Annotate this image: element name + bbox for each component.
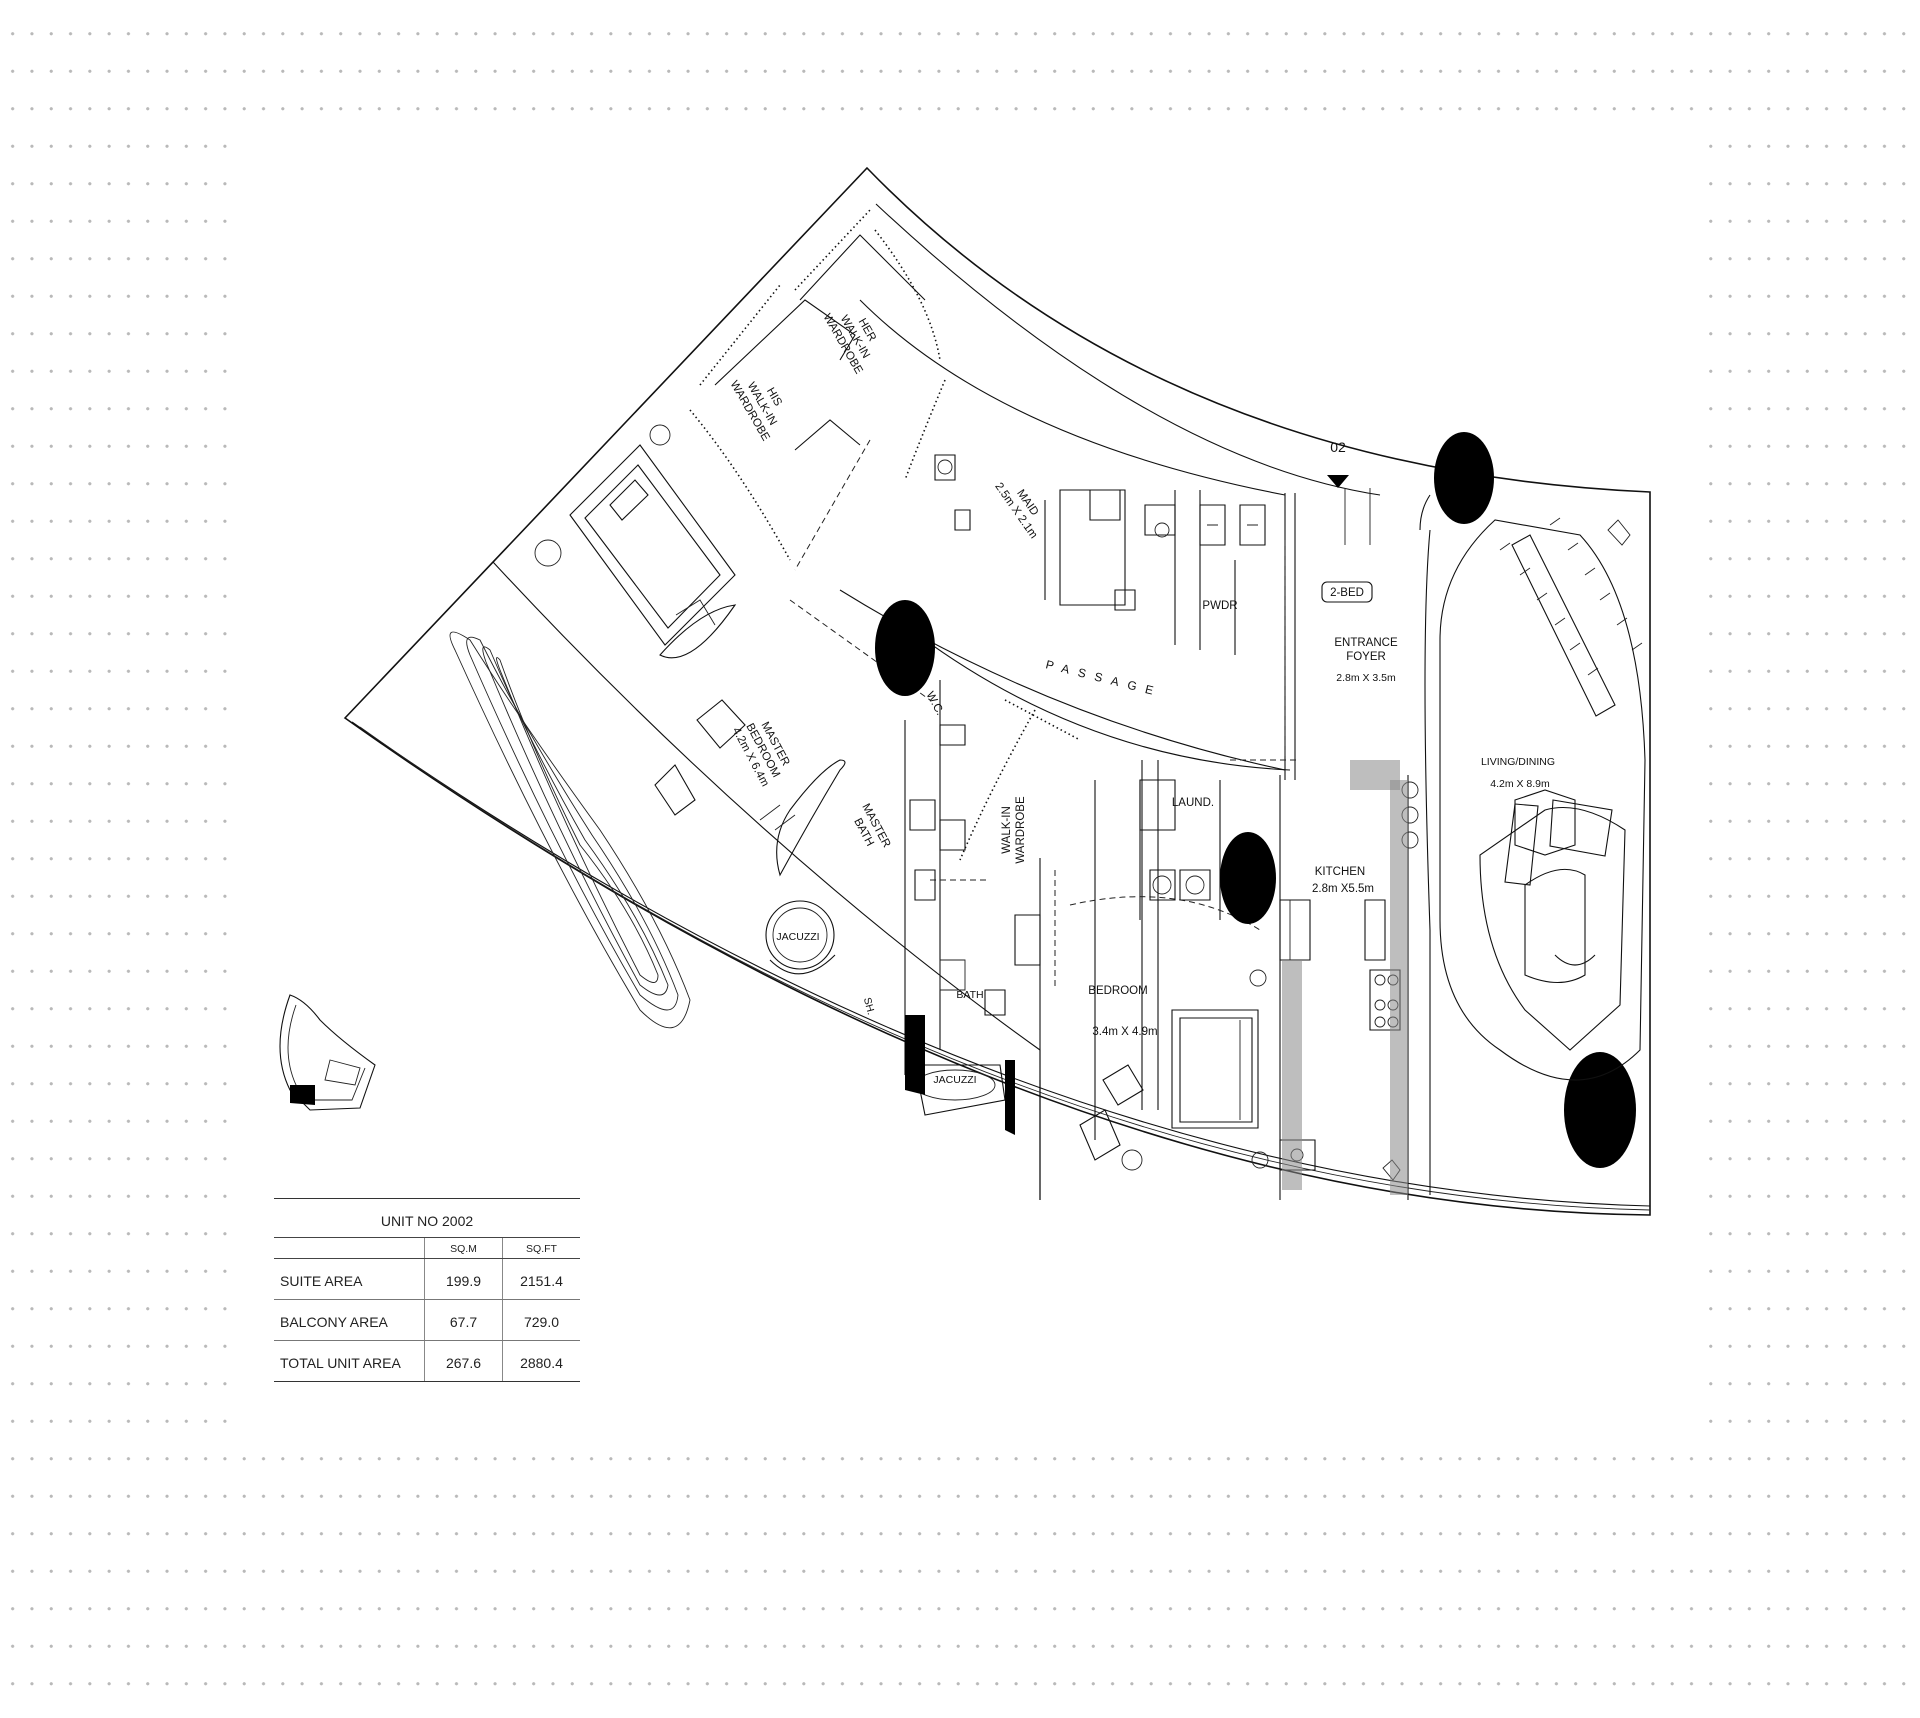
bath-fixtures [905, 914, 1041, 1135]
row-sqm: 267.6 [424, 1341, 502, 1381]
column-4 [1564, 1052, 1636, 1168]
row-sqft: 2880.4 [502, 1341, 580, 1381]
bedroom-furniture [1079, 969, 1269, 1171]
row-sqm: 67.7 [424, 1300, 502, 1340]
master-bedroom-furniture [449, 424, 746, 1029]
table-row: SUITE AREA 199.9 2151.4 [274, 1259, 580, 1300]
row-sqft: 2151.4 [502, 1259, 580, 1299]
entrance-line-1: ENTRANCE [1334, 637, 1398, 649]
bedroom-size: 3.4m X 4.9m [1092, 1026, 1157, 1038]
shower-label: SH. [861, 996, 877, 1016]
unit-number: UNIT NO 2002 [274, 1199, 580, 1238]
row-label: BALCONY AREA [280, 1314, 388, 1330]
unit-tag-box [1321, 581, 1373, 603]
column-2 [1434, 432, 1494, 524]
row-sqft: 729.0 [502, 1300, 580, 1340]
wc-label: W.C. [924, 690, 946, 718]
laundry-fixtures [1139, 779, 1211, 901]
columns [875, 432, 1636, 1168]
col-sqft: SQ.FT [502, 1238, 580, 1258]
table-row: BALCONY AREA 67.7 729.0 [274, 1300, 580, 1341]
bedroom-label: BEDROOM [1088, 985, 1147, 997]
maid-pwdr-fixtures [934, 454, 1266, 611]
white-plate [228, 118, 1698, 1428]
living-label: LIVING/DINING [1481, 756, 1555, 768]
kitchen-size: 2.8m X5.5m [1312, 883, 1374, 895]
laund-label: LAUND. [1172, 797, 1214, 809]
master-bath-fixtures [759, 724, 966, 991]
col-sqm: SQ.M [424, 1238, 502, 1258]
entrance-line-2: FOYER [1346, 651, 1386, 663]
master-jacuzzi-label: JACUZZI [776, 931, 819, 943]
entry-marker-label: 02 [1330, 439, 1346, 455]
gravel-strip [1282, 760, 1408, 1195]
unit-tag: 2-BED [1330, 587, 1364, 599]
kitchen-label: KITCHEN [1315, 866, 1365, 878]
living-dining-furniture [1382, 517, 1646, 1181]
passage-label: PASSAGE [1044, 657, 1163, 699]
row-label: TOTAL UNIT AREA [280, 1355, 401, 1371]
table-row: TOTAL UNIT AREA 267.6 2880.4 [274, 1341, 580, 1382]
bath-label: BATH [956, 989, 983, 1001]
key-plan [279, 994, 376, 1111]
walkin-wardrobe-line-1: WALK-IN [1001, 806, 1013, 854]
column-1 [875, 600, 935, 696]
living-size: 4.2m X 8.9m [1490, 778, 1550, 790]
entrance-size: 2.8m X 3.5m [1336, 672, 1396, 684]
row-sqm: 199.9 [424, 1259, 502, 1299]
area-table-header: SQ.M SQ.FT [274, 1238, 580, 1259]
pwdr-label: PWDR [1202, 600, 1237, 612]
wardrobe-shelving [689, 209, 1081, 861]
walkin-wardrobe-line-2: WARDROBE [1015, 796, 1027, 864]
plan-outline [343, 166, 1651, 1216]
bath-jacuzzi-label: JACUZZI [933, 1074, 976, 1086]
row-label: SUITE AREA [280, 1273, 363, 1289]
column-3 [1220, 832, 1276, 924]
area-table: UNIT NO 2002 SQ.M SQ.FT SUITE AREA 199.9… [274, 1198, 580, 1382]
entry-marker [1327, 475, 1371, 545]
